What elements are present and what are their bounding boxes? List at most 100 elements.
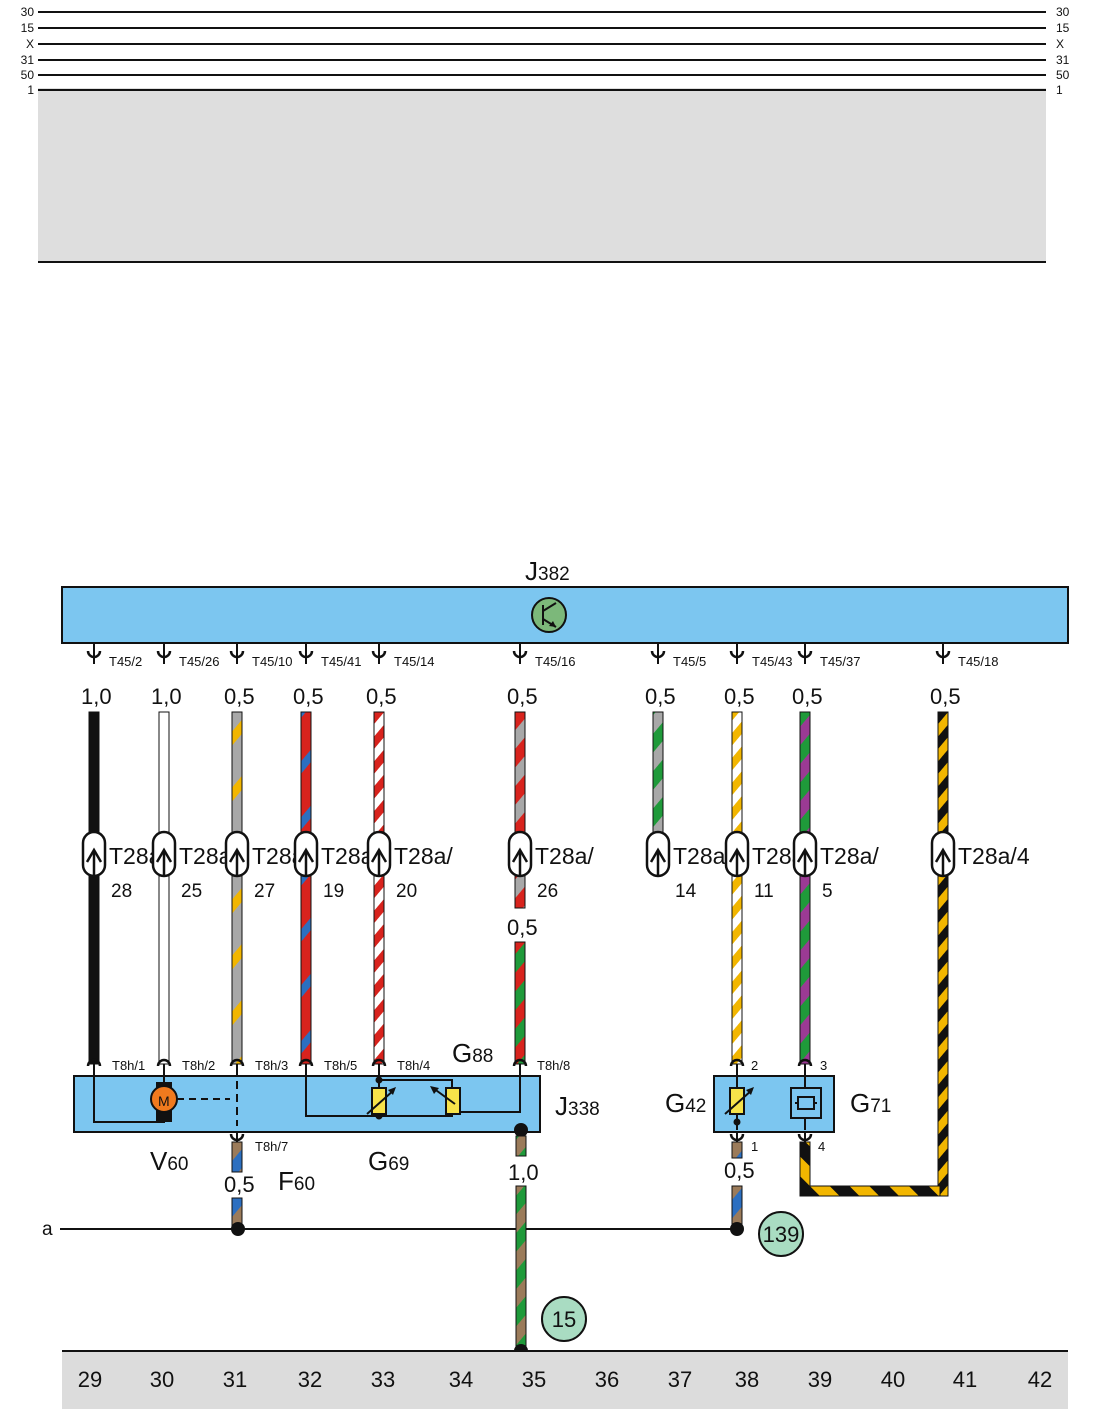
connector-top-label: T45/37 [820,654,860,669]
conn-t8h-7: T8h/7 [255,1139,288,1154]
grid-number: 36 [595,1367,619,1392]
connector-bottom-symbol [229,1058,245,1067]
rail-label-left: 50 [21,68,35,82]
grid-number: 32 [298,1367,322,1392]
plug-label: T28a/ [673,843,732,869]
wire-segment [231,711,243,1065]
rail-label-right: 30 [1056,5,1070,19]
gauge-top: 0,5 [930,684,961,709]
plug-symbol [792,830,818,878]
connector-top-label: T45/41 [321,654,361,669]
net-a-junction-right [730,1222,744,1236]
g71-ground-wire [799,1141,941,1197]
motor-icon: M [150,1082,230,1122]
f60-label: F60 [278,1166,315,1196]
rail-label-left: 30 [21,5,35,19]
plug-symbol [507,830,533,878]
plug-symbol [724,830,750,878]
svg-text:139: 139 [763,1222,800,1247]
plug-symbol [224,830,250,878]
g69-label: G69 [368,1146,409,1176]
plug-symbol [81,830,107,878]
conn-t8h-2: T8h/2 [182,1058,215,1073]
j338-ground-point [514,1123,528,1137]
gauge-top: 1,0 [81,684,112,709]
plug-symbol [366,830,392,878]
lower-wiring: 0,5 0,5 a 1,0 139 1 [42,1123,941,1358]
plug-label: T28a/ [394,843,453,869]
rail-label-left: 15 [21,21,35,35]
plug-pin: 26 [537,881,558,902]
wire-segment [731,711,743,1065]
grid-background [62,1351,1068,1409]
connector-bottom-symbol [797,1058,813,1067]
connector-bottom-symbol [86,1058,102,1067]
svg-text:15: 15 [552,1307,576,1332]
wire-segment [514,711,526,909]
sensor-g88-icon [430,1086,461,1115]
control-unit-j382: J382 [61,556,1069,644]
plug-symbol [930,830,956,878]
rail-label-left: X [26,37,34,51]
gauge-top: 1,0 [151,684,182,709]
connector-top-label: T45/26 [179,654,219,669]
rail-label-right: 1 [1056,83,1063,97]
sensor-g42-icon [724,1068,754,1130]
wire-segment [158,711,170,1065]
gauge-ground: 1,0 [508,1160,539,1185]
grid-number: 42 [1028,1367,1052,1392]
rail-label-left: 1 [27,83,34,97]
gauge-top: 0,5 [366,684,397,709]
v60-label: V60 [150,1146,188,1176]
rail-label-right: 31 [1056,53,1070,67]
grid-number: 31 [223,1367,247,1392]
rail-label-left: 31 [21,53,35,67]
conn-t8h-1: T8h/1 [112,1058,145,1073]
module-j338: M J338 V60 F60 G69 G88 T8h/1 T8h/2 T8h/3… [73,1038,600,1196]
ref-15: 15 [541,1296,587,1342]
plug-label: T28a/4 [958,843,1030,869]
g71-label: G71 [850,1088,891,1118]
wire-segment [937,711,949,1197]
plug-label: T28a/ [820,843,879,869]
gauge-top: 0,5 [507,684,538,709]
wire-segment [799,711,811,1065]
transistor-icon [531,597,567,633]
grid-number: 30 [150,1367,174,1392]
plug-label: T28a/ [535,843,594,869]
grid-number: 39 [808,1367,832,1392]
wire-segment [373,711,385,1065]
connector-top-label: T45/18 [958,654,998,669]
g42-label: G42 [665,1088,706,1118]
rail-label-right: X [1056,37,1064,51]
j338-label: J338 [555,1091,600,1121]
grid-number: 41 [953,1367,977,1392]
sensor-g71-icon [790,1068,822,1130]
plug-pin: 19 [323,881,344,902]
grid-number: 34 [449,1367,473,1392]
gauge-f60: 0,5 [224,1172,255,1197]
rail-background [38,88,1046,262]
plug-symbol [151,830,177,878]
gauge-g42-bottom: 0,5 [724,1158,755,1183]
connector-bottom-symbol [156,1058,172,1067]
wire-segment-lower [514,941,526,1065]
connector-top-label: T45/10 [252,654,292,669]
plug-pin: 28 [111,881,132,902]
wire-segment [652,711,664,833]
connector-bottom-symbol [729,1058,745,1067]
gauge-mid: 0,5 [507,915,538,940]
conn-t8h-3: T8h/3 [255,1058,288,1073]
pin-4: 4 [818,1139,825,1154]
plug-pin: 20 [396,881,417,902]
ref-139: 139 [758,1211,804,1257]
grid-number: 38 [735,1367,759,1392]
plug-pin: 27 [254,881,275,902]
